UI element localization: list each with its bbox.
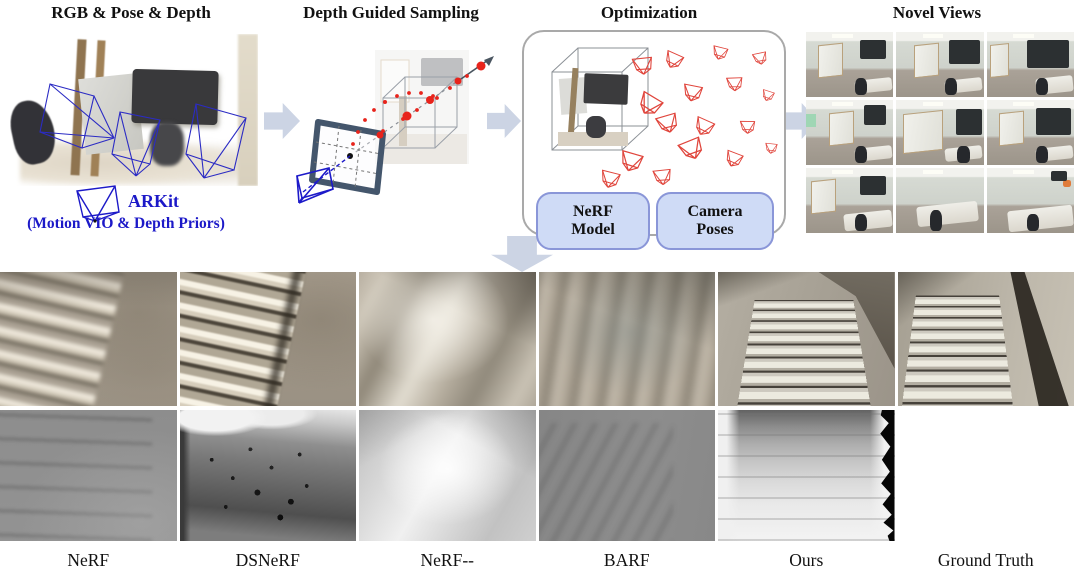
novel-view-image-9	[986, 168, 1074, 233]
whiteboard-shape	[903, 109, 944, 154]
chair-shape	[854, 214, 868, 232]
comparison-column-nerfmm: NeRF--	[359, 272, 536, 571]
screen-shape	[1026, 39, 1069, 69]
chair-shape	[945, 78, 958, 96]
whiteboard-shape	[811, 178, 836, 215]
desk-shape	[1006, 204, 1074, 232]
whiteboard-shape	[828, 110, 854, 147]
camera-frustums-overlay	[39, 83, 247, 179]
sampling-cube-wireframe	[382, 76, 458, 149]
chair-shape	[854, 78, 868, 96]
camera-frustum-icon	[111, 111, 161, 177]
camera-frustum-icon	[185, 103, 247, 179]
method-label-nerfmm: NeRF--	[420, 550, 474, 570]
comparison-strip: NeRF DSNeRF NeRF-- BARF Ours Ground Truth	[0, 272, 1074, 571]
comparison-column-ours: Ours	[718, 272, 895, 571]
novel-view-image-4	[806, 100, 894, 165]
depth-sample-points	[351, 61, 486, 146]
depth-map-nerfmm	[359, 410, 536, 541]
rgb-render-ours	[718, 272, 895, 406]
novel-view-image-1	[806, 32, 894, 97]
rgb-render-gt	[897, 272, 1074, 406]
camera-poses-box: Camera Poses	[656, 192, 774, 250]
comparison-column-dsnerf: DSNeRF	[179, 272, 356, 571]
stage-title-novel-views: Novel Views	[892, 3, 982, 22]
screen-shape	[863, 105, 887, 125]
depth-map-dsnerf	[179, 410, 356, 541]
arkit-label: ARKit	[128, 191, 179, 211]
pillar-blob	[238, 34, 258, 186]
camera-frustum-icon	[39, 83, 115, 149]
mini-room-image	[558, 67, 629, 146]
depth-guided-sampling-diagram	[295, 36, 510, 236]
method-label-nerf: NeRF	[67, 550, 110, 570]
screen-shape	[1035, 107, 1071, 136]
nerf-model-box: NeRF Model	[536, 192, 650, 250]
novel-view-image-6	[986, 100, 1074, 165]
chair-shape	[1026, 214, 1040, 232]
novel-view-image-3	[986, 32, 1074, 97]
nerf-model-label: NeRF Model	[571, 202, 615, 238]
method-label-dsnerf: DSNeRF	[235, 550, 300, 570]
novel-view-image-2	[896, 32, 984, 97]
desk-shape	[842, 209, 893, 231]
image-plane	[309, 119, 386, 195]
method-label-barf: BARF	[603, 550, 650, 570]
desk-shape	[916, 201, 980, 228]
depth-map-barf	[538, 410, 715, 541]
method-label-gt: Ground Truth	[937, 550, 1034, 570]
novel-views-grid	[806, 32, 1074, 233]
point-cloud-scene-image	[10, 34, 258, 186]
screen-shape	[1051, 170, 1068, 181]
comparison-column-gt: Ground Truth	[897, 272, 1074, 571]
rgb-render-barf	[538, 272, 716, 406]
whiteboard-shape	[990, 42, 1010, 78]
arkit-camera-frustum-icon	[76, 185, 120, 223]
whiteboard-shape	[818, 42, 843, 79]
chair-shape	[929, 210, 942, 232]
screen-shape	[955, 109, 982, 136]
camera-poses-label: Camera Poses	[687, 202, 743, 238]
rgb-render-nerf	[0, 272, 177, 406]
stage-title-optimization: Optimization	[600, 3, 698, 22]
comparison-column-barf: BARF	[538, 272, 716, 571]
rgb-render-nerfmm	[359, 272, 536, 406]
stage-title-rgb-pose-depth: RGB & Pose & Depth	[51, 3, 211, 22]
camera-frustum-icon	[296, 155, 351, 204]
optimization-container: NeRF Model Camera Poses	[522, 30, 786, 250]
comparison-column-nerf: NeRF	[0, 272, 177, 571]
chair-shape	[1035, 146, 1048, 164]
depth-map-gt	[897, 410, 1074, 541]
chair-shape	[1035, 78, 1048, 96]
rgb-render-dsnerf	[179, 272, 356, 406]
method-label-ours: Ours	[789, 550, 824, 570]
whiteboard-shape	[913, 42, 939, 79]
screen-shape	[860, 175, 887, 196]
faded-room-image	[375, 50, 469, 164]
depth-map-nerf	[0, 410, 177, 541]
novel-view-image-8	[896, 168, 984, 233]
whiteboard-shape	[998, 110, 1024, 147]
screen-shape	[948, 39, 981, 65]
novel-view-image-5	[896, 100, 984, 165]
arkit-sublabel: (Motion VIO & Depth Priors)	[27, 215, 225, 232]
novel-view-image-7	[806, 168, 894, 233]
screen-shape	[860, 39, 887, 60]
stage-title-depth-guided-sampling: Depth Guided Sampling	[303, 3, 479, 22]
chair-shape	[957, 146, 970, 164]
depth-map-ours	[718, 410, 895, 541]
chair-shape	[854, 146, 868, 164]
